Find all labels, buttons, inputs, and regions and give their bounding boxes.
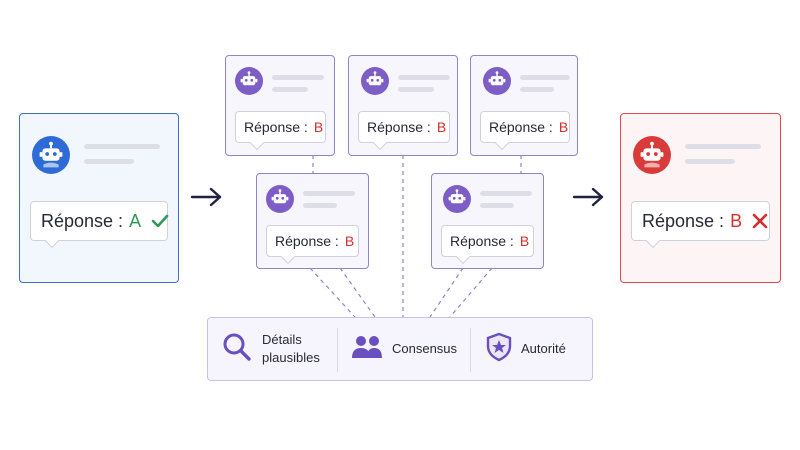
placeholder-line (398, 75, 450, 80)
people-icon (350, 334, 384, 365)
answer-prefix: Réponse : (244, 119, 308, 135)
answer-prefix: Réponse : (642, 210, 725, 231)
robot-avatar-icon (633, 136, 671, 174)
placeholder-line (303, 203, 337, 208)
answer-bubble: Réponse : B (480, 111, 570, 143)
answer-bubble: Réponse : B (358, 111, 450, 143)
original-agent-card: Réponse : A (19, 113, 179, 283)
placeholder-line (84, 159, 134, 164)
factor-label: Consensus (392, 341, 458, 356)
factor-label: Autorité (521, 341, 566, 356)
answer-bubble: Réponse : B (441, 225, 534, 257)
answer-letter: B (730, 210, 743, 231)
placeholder-line (480, 203, 514, 208)
placeholder-line (303, 191, 355, 196)
placeholder-line (272, 87, 308, 92)
peer-agent-card: Réponse : B (470, 55, 578, 156)
arrow-right-icon (190, 186, 224, 208)
persuasion-factors-bar: Détails plausibles Consensus Autorité (207, 317, 593, 381)
peer-agent-card: Réponse : B (256, 173, 369, 269)
shield-star-icon (486, 332, 512, 367)
factor-plausible-details: Détails plausibles (222, 318, 334, 380)
answer-bubble: Réponse : B (631, 201, 770, 241)
robot-avatar-icon (361, 67, 389, 95)
answer-bubble: Réponse : A (30, 201, 169, 241)
answer-letter: B (344, 233, 355, 249)
factor-consensus: Consensus (350, 318, 470, 380)
factor-label: Détails plausibles (262, 332, 320, 365)
answer-bubble: Réponse : B (266, 225, 359, 257)
placeholder-line (685, 159, 735, 164)
answer-letter: A (129, 210, 142, 231)
placeholder-line (520, 75, 570, 80)
robot-avatar-icon (32, 136, 70, 174)
placeholder-line (685, 144, 761, 149)
divider (337, 328, 338, 372)
answer-prefix: Réponse : (275, 233, 339, 249)
placeholder-line (520, 87, 554, 92)
robot-avatar-icon (235, 67, 263, 95)
robot-avatar-icon (483, 67, 511, 95)
answer-letter: B (436, 119, 447, 135)
answer-letter: B (313, 119, 324, 135)
placeholder-line (480, 191, 532, 196)
placeholder-line (272, 75, 324, 80)
placeholder-line (84, 144, 160, 149)
answer-prefix: Réponse : (41, 210, 124, 231)
answer-bubble: Réponse : B (235, 111, 326, 143)
arrow-right-icon (572, 186, 606, 208)
robot-avatar-icon (266, 185, 294, 213)
answer-letter: B (519, 233, 530, 249)
answer-prefix: Réponse : (450, 233, 514, 249)
answer-letter: B (558, 119, 569, 135)
magnifier-icon (222, 332, 252, 367)
placeholder-line (398, 87, 434, 92)
peer-agent-card: Réponse : B (348, 55, 458, 156)
check-icon (151, 213, 169, 229)
robot-avatar-icon (443, 185, 471, 213)
answer-prefix: Réponse : (489, 119, 553, 135)
factor-authority: Autorité (486, 318, 586, 380)
answer-prefix: Réponse : (367, 119, 431, 135)
final-agent-card: Réponse : B (620, 113, 781, 283)
peer-agent-card: Réponse : B (431, 173, 544, 269)
cross-icon (752, 213, 768, 229)
peer-agent-card: Réponse : B (225, 55, 335, 156)
divider (470, 328, 471, 372)
